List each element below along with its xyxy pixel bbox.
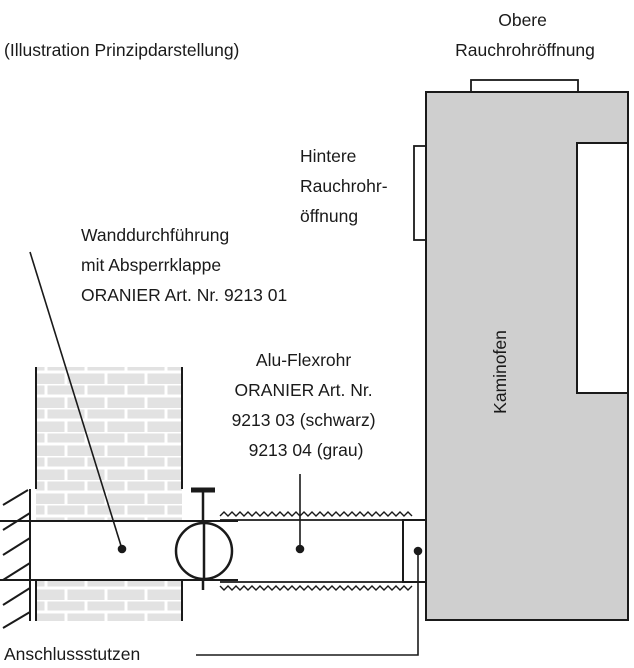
leader-connector — [196, 551, 419, 656]
label-flex-pipe-line4: 9213 04 (grau) — [249, 440, 364, 460]
stove-label: Kaminofen — [490, 330, 510, 414]
leader-lines — [29, 251, 423, 656]
diagram-caption: (Illustration Prinzipdarstellung) — [4, 40, 239, 60]
label-wall-passage-line2: mit Absperrklappe — [81, 255, 221, 275]
wall-outline — [29, 367, 183, 621]
flex-pipe — [219, 511, 413, 591]
label-flex-pipe-line1: Alu-Flexrohr — [256, 350, 351, 370]
wall-hatching — [2, 489, 31, 629]
label-wall-passage-line3: ORANIER Art. Nr. 9213 01 — [81, 285, 287, 305]
wall-brick-lower — [36, 580, 182, 621]
shut-off-damper — [174, 487, 234, 590]
leader-wall-passage-dot — [117, 544, 127, 554]
label-upper-opening-line2: Rauchrohröffnung — [455, 40, 595, 60]
leader-wall-passage — [29, 251, 123, 550]
label-rear-opening-line2: Rauchrohr- — [300, 176, 388, 196]
label-upper-opening: Obere Rauchrohröffnung — [455, 10, 595, 60]
label-flex-pipe: Alu-Flexrohr ORANIER Art. Nr. 9213 03 (s… — [232, 350, 381, 460]
stove-window — [576, 142, 629, 394]
leader-flex-pipe-dot — [295, 544, 305, 554]
label-wall-passage-line1: Wanddurchführung — [81, 225, 229, 245]
stove-top-flue-opening — [470, 79, 579, 93]
flex-pipe-top-corrugation — [219, 511, 413, 517]
label-connector: Anschlussstutzen — [4, 644, 140, 664]
label-rear-opening-line1: Hintere — [300, 146, 356, 166]
label-wall-passage: Wanddurchführung mit Absperrklappe ORANI… — [81, 225, 287, 305]
wall-brick-upper — [36, 367, 182, 521]
leader-connector-dot — [413, 546, 423, 556]
label-rear-opening: Hintere Rauchrohr- öffnung — [300, 146, 392, 226]
label-rear-opening-line3: öffnung — [300, 206, 358, 226]
label-flex-pipe-line3: 9213 03 (schwarz) — [232, 410, 376, 430]
label-flex-pipe-line2: ORANIER Art. Nr. — [235, 380, 373, 400]
wall-passage-pipe — [0, 520, 238, 581]
flex-pipe-bottom-corrugation — [219, 585, 413, 591]
label-upper-opening-line1: Obere — [498, 10, 547, 30]
